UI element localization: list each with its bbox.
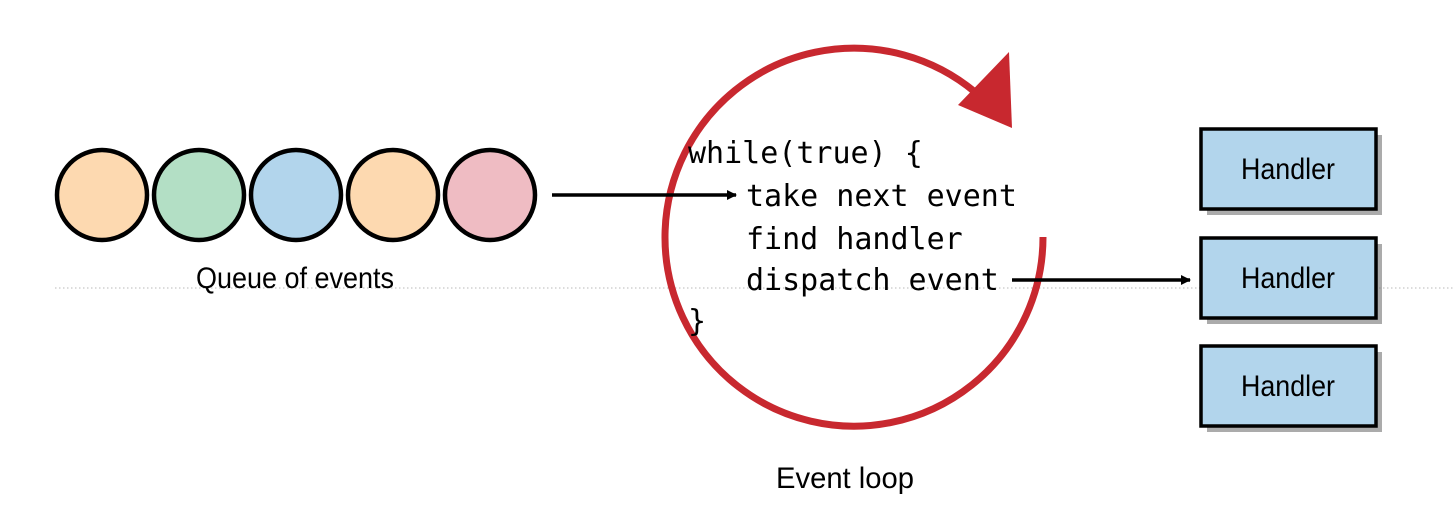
code-line: while(true) { <box>688 136 923 171</box>
handler-label: Handler <box>1241 153 1335 186</box>
event-loop-arrowhead <box>958 52 1012 128</box>
handler-box: Handler <box>1199 127 1382 215</box>
event-circle <box>54 147 150 243</box>
event-circle <box>345 147 441 243</box>
event-circle <box>151 147 247 243</box>
event-loop-ring <box>661 44 1047 430</box>
code-line: take next event <box>746 179 1017 214</box>
handler-stack: Handler Handler Handler <box>1199 127 1382 432</box>
code-line: } <box>688 304 706 339</box>
handler-box: Handler <box>1199 236 1382 324</box>
event-loop-label: Event loop <box>776 462 914 495</box>
event-loop-code: while(true) { take next event find handl… <box>688 136 1017 339</box>
queue-label: Queue of events <box>196 262 394 295</box>
code-line: find handler <box>746 222 963 257</box>
event-queue <box>54 147 538 243</box>
code-line: dispatch event <box>746 263 999 298</box>
event-circle <box>442 147 538 243</box>
handler-label: Handler <box>1241 262 1335 295</box>
event-circle <box>248 147 344 243</box>
handler-label: Handler <box>1241 370 1335 403</box>
handler-box: Handler <box>1199 344 1382 432</box>
